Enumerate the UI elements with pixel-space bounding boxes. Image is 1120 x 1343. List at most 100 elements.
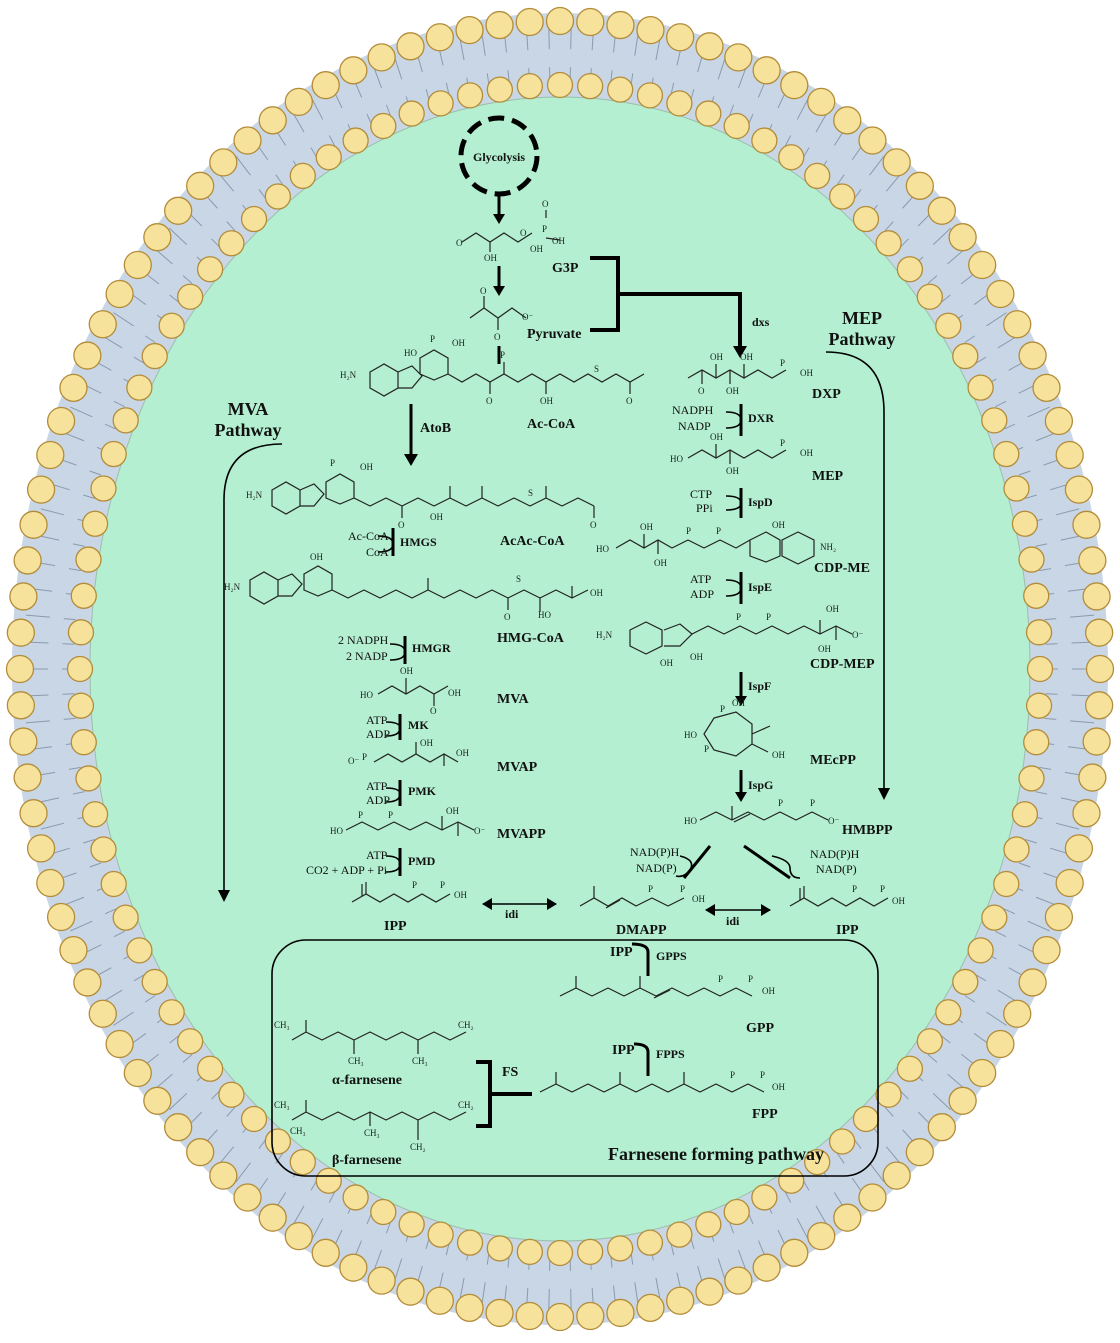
svg-text:ADP: ADP	[366, 793, 390, 807]
dxp-label: DXP	[812, 387, 841, 402]
svg-text:HO: HO	[330, 826, 343, 836]
svg-text:FPPS: FPPS	[656, 1047, 685, 1061]
dxs-label: dxs	[752, 315, 770, 329]
svg-text:NAD(P)H: NAD(P)H	[810, 847, 860, 861]
svg-text:OH: OH	[800, 448, 813, 458]
svg-text:NAD(P): NAD(P)	[816, 862, 857, 876]
mva-label: MVA	[497, 692, 530, 707]
glycolysis-label: Glycolysis	[473, 150, 525, 164]
svg-text:ADP: ADP	[366, 727, 390, 741]
svg-text:CH₂: CH₂	[458, 1100, 474, 1110]
svg-text:OH: OH	[452, 338, 465, 348]
svg-text:OH: OH	[726, 386, 739, 396]
svg-text:ADP: ADP	[690, 587, 714, 601]
idi-right-label: idi	[726, 914, 740, 928]
atob-label: AtoB	[420, 421, 451, 436]
svg-text:P: P	[716, 526, 721, 536]
svg-text:NH₂: NH₂	[820, 542, 836, 552]
svg-text:H₂N: H₂N	[224, 582, 241, 592]
svg-text:CH₃: CH₃	[290, 1126, 306, 1136]
svg-text:OH: OH	[732, 698, 745, 708]
fpp-label: FPP	[752, 1107, 778, 1122]
svg-text:IPP: IPP	[610, 945, 633, 960]
svg-text:P: P	[500, 350, 505, 360]
svg-text:IspE: IspE	[748, 580, 772, 594]
svg-text:O: O	[542, 199, 549, 209]
svg-text:S: S	[516, 574, 521, 584]
svg-text:CH₃: CH₃	[348, 1056, 364, 1066]
svg-text:P: P	[330, 458, 335, 468]
svg-text:O: O	[626, 396, 633, 406]
svg-text:S: S	[528, 488, 533, 498]
svg-text:O: O	[520, 228, 527, 238]
svg-text:OH: OH	[552, 236, 565, 246]
svg-text:CH₃: CH₃	[274, 1100, 290, 1110]
svg-text:IspD: IspD	[748, 495, 773, 509]
svg-text:P: P	[648, 884, 653, 894]
mep-pathway-label-2: Pathway	[829, 329, 896, 349]
svg-text:P: P	[780, 438, 785, 448]
svg-text:H₂N: H₂N	[340, 370, 357, 380]
ispg-label: IspG	[748, 778, 773, 792]
svg-text:HMGR: HMGR	[412, 641, 451, 655]
svg-text:OH: OH	[710, 432, 723, 442]
svg-text:P: P	[736, 612, 741, 622]
svg-text:IPP: IPP	[612, 1043, 635, 1058]
svg-text:P: P	[718, 974, 723, 984]
svg-text:OH: OH	[772, 750, 785, 760]
ac-coa-label: Ac-CoA	[527, 417, 576, 432]
svg-text:OH: OH	[826, 604, 839, 614]
svg-text:O⁻: O⁻	[828, 816, 839, 826]
svg-text:CH₂: CH₂	[458, 1020, 474, 1030]
svg-text:NADPH: NADPH	[672, 403, 714, 417]
acac-coa-label: AcAc-CoA	[500, 534, 565, 549]
svg-text:CH₃: CH₃	[274, 1020, 290, 1030]
svg-text:OH: OH	[400, 666, 413, 676]
svg-text:ATP: ATP	[690, 572, 712, 586]
svg-text:ATP: ATP	[366, 848, 388, 862]
svg-text:OH: OH	[540, 396, 553, 406]
svg-text:P: P	[778, 798, 783, 808]
svg-text:HO: HO	[404, 348, 417, 358]
svg-text:2 NADP: 2 NADP	[346, 649, 388, 663]
svg-text:ATP: ATP	[366, 779, 388, 793]
svg-text:P: P	[388, 810, 393, 820]
svg-text:CH₃: CH₃	[412, 1056, 428, 1066]
idi-left-label: idi	[505, 907, 519, 921]
svg-text:P: P	[880, 884, 885, 894]
svg-text:OH: OH	[360, 462, 373, 472]
svg-text:NAD(P): NAD(P)	[636, 861, 677, 875]
svg-text:OH: OH	[892, 896, 905, 906]
svg-text:O⁻: O⁻	[522, 312, 533, 322]
svg-text:P: P	[680, 884, 685, 894]
cdp-mep-label: CDP-MEP	[810, 657, 875, 672]
svg-text:MK: MK	[408, 718, 429, 732]
gpp-label: GPP	[746, 1021, 774, 1036]
svg-text:P: P	[686, 526, 691, 536]
svg-text:FS: FS	[502, 1065, 519, 1080]
svg-text:P: P	[412, 880, 417, 890]
svg-text:CO2 + ADP + Pi: CO2 + ADP + Pi	[306, 863, 388, 877]
ipp-left-label: IPP	[384, 919, 407, 934]
svg-text:NAD(P)H: NAD(P)H	[630, 845, 680, 859]
svg-text:OH: OH	[762, 986, 775, 996]
svg-text:PMK: PMK	[408, 784, 437, 798]
farnesene-pathway-label: Farnesene forming pathway	[608, 1144, 824, 1164]
hmbpp-label: HMBPP	[842, 823, 893, 838]
svg-text:2 NADPH: 2 NADPH	[338, 633, 389, 647]
svg-text:O: O	[430, 706, 437, 716]
svg-text:GPPS: GPPS	[656, 949, 687, 963]
svg-text:O: O	[456, 238, 463, 248]
svg-text:HO: HO	[596, 544, 609, 554]
hmg-coa-label: HMG-CoA	[497, 631, 565, 646]
svg-text:P: P	[810, 798, 815, 808]
mvap-label: MVAP	[497, 760, 538, 775]
svg-text:OH: OH	[740, 352, 753, 362]
svg-text:PMD: PMD	[408, 854, 436, 868]
alpha-farnesene-label: α-farnesene	[332, 1073, 402, 1088]
svg-text:HMGS: HMGS	[400, 535, 437, 549]
svg-text:P: P	[440, 880, 445, 890]
beta-farnesene-label: β-farnesene	[332, 1153, 402, 1168]
svg-text:HO: HO	[538, 610, 551, 620]
svg-text:OH: OH	[818, 644, 831, 654]
